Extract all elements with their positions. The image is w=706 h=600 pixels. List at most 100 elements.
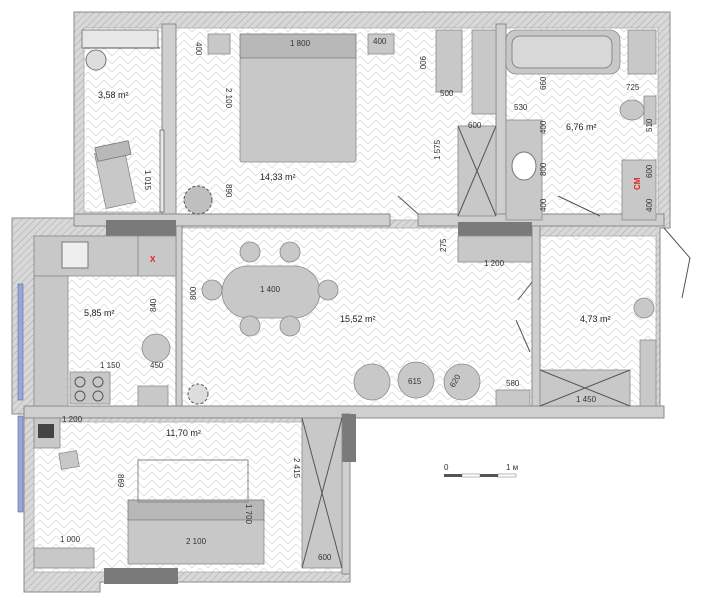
scale-one: 1 м xyxy=(506,463,518,472)
washer-label: CM xyxy=(633,177,642,190)
kitchen: X 5,85 m² 840 1 150 450 xyxy=(33,235,177,407)
wall-living-hall xyxy=(531,225,541,411)
counter-left xyxy=(33,275,69,407)
bedroom: 14,33 m² 400 1 800 400 900 2 100 500 890… xyxy=(183,29,497,217)
dim-400d: 400 xyxy=(539,198,548,212)
scale-seg-3 xyxy=(480,474,498,477)
fridge xyxy=(137,235,177,277)
living-area: 15,52 m² xyxy=(340,314,376,324)
dim-890: 890 xyxy=(224,184,233,198)
chair-5 xyxy=(201,279,223,301)
child-shelf xyxy=(33,547,95,569)
sofa-back xyxy=(127,499,265,521)
cross-label: X xyxy=(150,255,156,264)
burner-4 xyxy=(92,390,104,402)
hall-area: 4,73 m² xyxy=(580,314,611,324)
wall-kitchen-right xyxy=(175,225,183,407)
living-door-2 xyxy=(515,319,531,353)
bed xyxy=(239,57,357,163)
dim-1000: 1 000 xyxy=(60,535,81,544)
dim-1800: 1 800 xyxy=(290,39,311,48)
plant-balcony xyxy=(85,49,107,71)
tv-stand-cross-2 xyxy=(457,125,497,217)
dim-400a: 400 xyxy=(194,42,203,56)
window-left-child xyxy=(17,415,24,513)
dim-400-washer: 400 xyxy=(645,198,654,212)
kitchen-sink xyxy=(61,241,89,269)
bedside-right xyxy=(367,33,395,55)
living-cabinet xyxy=(495,389,531,407)
bathtub-inner xyxy=(511,35,613,69)
hall-wardrobe-x2 xyxy=(539,369,631,407)
bed-headboard xyxy=(239,33,357,59)
dim-2100a: 2 100 xyxy=(224,88,233,109)
dim-1015: 1 015 xyxy=(143,170,152,191)
wall-bed-bath xyxy=(495,23,507,225)
washer xyxy=(621,159,657,221)
interior-walls xyxy=(23,23,665,584)
kitchen-area: 5,85 m² xyxy=(84,308,115,318)
dim-1450: 1 450 xyxy=(576,395,597,404)
living-shelf xyxy=(457,235,533,263)
dim-2100b: 2 100 xyxy=(186,537,207,546)
dim-900: 900 xyxy=(418,56,427,70)
dim-1700: 1 700 xyxy=(244,504,253,525)
shelf-bath xyxy=(627,29,657,75)
chair-1 xyxy=(239,241,261,263)
dim-400c: 400 xyxy=(539,120,548,134)
toilet xyxy=(619,99,645,121)
scale-seg-4 xyxy=(497,473,517,478)
chair-2 xyxy=(279,241,301,263)
kitchen-cabinet xyxy=(137,385,169,407)
rug xyxy=(137,459,249,503)
dim-2415: 2 415 xyxy=(292,458,301,479)
desk-chair xyxy=(58,450,80,470)
dim-869: 869 xyxy=(116,474,125,488)
child-room: 11,70 m² 1 200 869 1 700 2 415 1 000 2 1… xyxy=(33,415,343,569)
lounge-back xyxy=(94,140,132,162)
dark-column-4 xyxy=(104,568,178,584)
laptop xyxy=(38,424,54,438)
burner-3 xyxy=(74,390,86,402)
dim-275: 275 xyxy=(439,238,448,252)
pouf-2 xyxy=(397,361,435,399)
sink xyxy=(511,151,537,181)
sofa-seat xyxy=(127,519,265,565)
dim-450: 450 xyxy=(150,361,164,370)
bathroom: CM 6,76 m² 530 660 725 400 510 800 400 6… xyxy=(505,29,657,221)
dim-600b: 600 xyxy=(645,164,654,178)
dim-725: 725 xyxy=(626,83,640,92)
bath-area: 6,76 m² xyxy=(566,122,597,132)
balcony-door xyxy=(159,129,165,213)
wardrobe-bedroom xyxy=(435,29,463,93)
dim-600c: 600 xyxy=(318,553,332,562)
burner-2 xyxy=(92,376,104,388)
dim-580: 580 xyxy=(506,379,520,388)
scale-seg-1 xyxy=(444,474,462,477)
dim-530: 530 xyxy=(514,103,528,112)
windows xyxy=(17,29,160,513)
dim-1400: 1 400 xyxy=(260,285,281,294)
scale-zero: 0 xyxy=(444,463,449,472)
dim-500: 500 xyxy=(440,89,454,98)
dim-1200a: 1 200 xyxy=(484,259,505,268)
dim-1150: 1 150 xyxy=(100,361,121,370)
dim-615: 615 xyxy=(408,377,422,386)
dark-column-3 xyxy=(342,414,356,462)
pouf-3 xyxy=(443,363,481,401)
dim-800a: 800 xyxy=(539,162,548,176)
plant-living xyxy=(187,383,209,405)
dim-400b: 400 xyxy=(373,37,387,46)
kitchen-stool xyxy=(141,333,171,363)
chair-3 xyxy=(239,315,261,337)
hall: 4,73 m² 1 450 xyxy=(539,227,691,407)
chair-6 xyxy=(317,279,339,301)
dim-1200b: 1 200 xyxy=(62,415,83,424)
pouf-1 xyxy=(353,363,391,401)
scale-bar: 0 1 м xyxy=(444,463,518,478)
bath-door xyxy=(557,195,601,217)
window-balcony-top xyxy=(81,29,159,49)
plant-bedroom xyxy=(183,185,213,215)
bedroom-door xyxy=(397,195,419,215)
